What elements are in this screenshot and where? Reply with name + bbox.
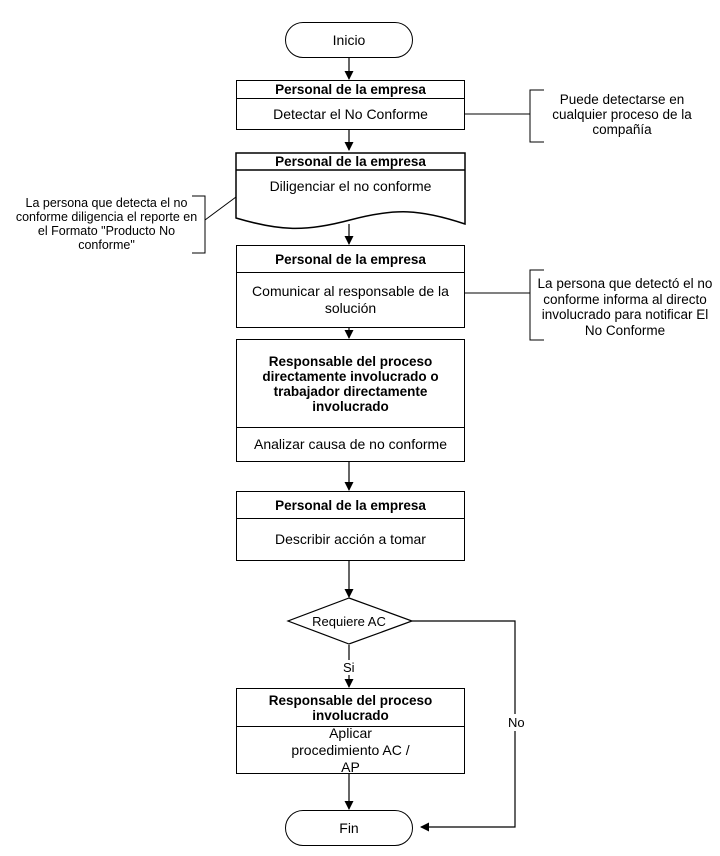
note-bracket-1 [529, 89, 544, 143]
step-action: Describir acción a tomar [275, 531, 426, 547]
end-terminal: Fin [285, 810, 413, 846]
process-step-fill-out: Personal de la empresa Diligenciar el no… [236, 153, 465, 224]
process-step-communicate: Personal de la empresa Comunicar al resp… [236, 245, 465, 328]
step-action: Detectar el No Conforme [273, 105, 428, 122]
step-role: Responsable del proceso involucrado [237, 689, 464, 727]
step-action: Aplicar procedimiento AC / AP [291, 724, 410, 775]
decision-label: Requiere AC [312, 614, 386, 629]
process-step-detect: Personal de la empresa Detectar el No Co… [236, 80, 465, 130]
start-label: Inicio [332, 32, 366, 48]
note-fill-out: La persona que detecta el no conforme di… [15, 196, 198, 252]
step-action: Diligenciar el no conforme [269, 178, 432, 194]
note-bracket-3 [529, 269, 544, 341]
step-role: Responsable del proceso directamente inv… [237, 340, 464, 428]
document-shape [235, 152, 466, 230]
decision-yes-label: Si [342, 660, 356, 675]
process-step-analyze: Responsable del proceso directamente inv… [236, 339, 465, 462]
end-label: Fin [339, 820, 359, 836]
step-action: Comunicar al responsable de la solución [252, 283, 449, 316]
decision-no-label: No [506, 714, 527, 731]
step-role: Personal de la empresa [237, 81, 464, 99]
note-bracket-2 [192, 195, 206, 254]
step-role: Personal de la empresa [237, 492, 464, 519]
step-role: Personal de la empresa [237, 246, 464, 273]
step-role: Personal de la empresa [275, 154, 426, 169]
note-connector-2 [204, 196, 237, 221]
note-communicate: La persona que detectó el no conforme in… [537, 276, 713, 338]
note-detection: Puede detectarse en cualquier proceso de… [552, 92, 692, 137]
step-action: Analizar causa de no conforme [254, 436, 447, 452]
process-step-describe: Personal de la empresa Describir acción … [236, 491, 465, 561]
decision-diamond [286, 597, 414, 645]
process-step-apply: Responsable del proceso involucrado Apli… [236, 688, 465, 775]
start-terminal: Inicio [285, 22, 413, 58]
